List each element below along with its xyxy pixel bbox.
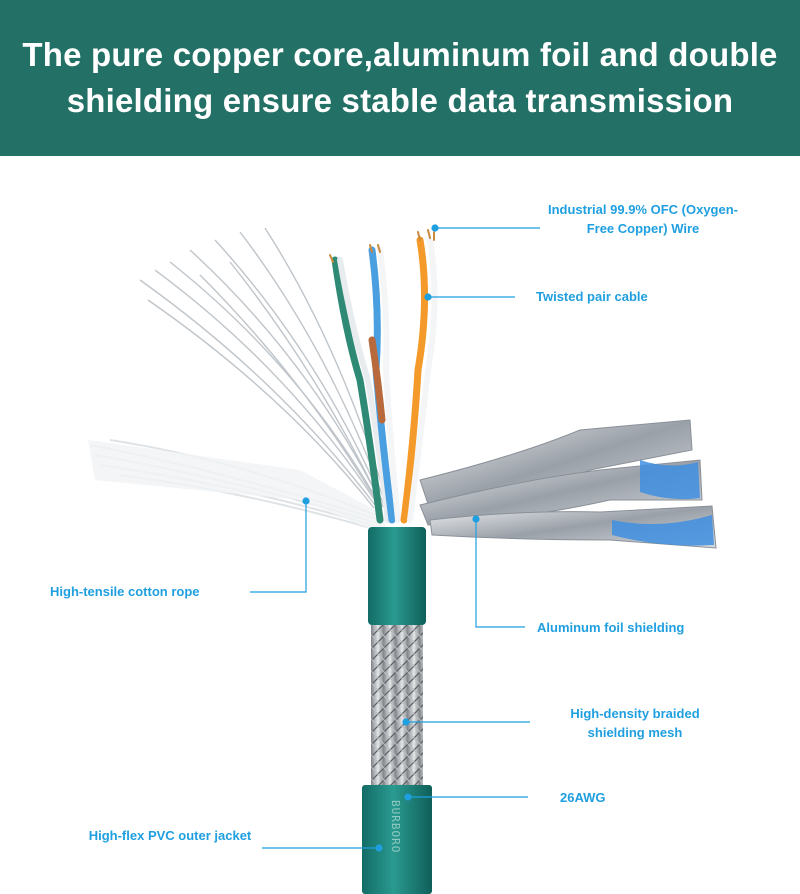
inner-jacket <box>368 527 426 625</box>
label-twisted-pair: Twisted pair cable <box>536 289 648 304</box>
label-cotton-rope: High-tensile cotton rope <box>50 584 200 599</box>
header-banner: The pure copper core,aluminum foil and d… <box>0 0 800 156</box>
drain-fibers <box>139 227 389 509</box>
twisted-pairs <box>329 229 438 524</box>
label-copper-wire: Industrial 99.9% OFC (Oxygen-Free Copper… <box>548 202 738 236</box>
leader-lines <box>250 224 540 852</box>
label-26awg: 26AWG <box>560 790 606 805</box>
label-braided-mesh: High-density braided shielding mesh <box>570 706 700 740</box>
aluminum-foil <box>419 419 717 549</box>
label-pvc-jacket: High-flex PVC outer jacket <box>88 828 252 843</box>
outer-jacket <box>362 785 432 894</box>
braided-shield <box>371 625 423 785</box>
cable-brand-print: BURBORO <box>389 800 402 854</box>
header-title: The pure copper core,aluminum foil and d… <box>22 36 778 119</box>
label-aluminum-foil: Aluminum foil shielding <box>537 620 685 635</box>
